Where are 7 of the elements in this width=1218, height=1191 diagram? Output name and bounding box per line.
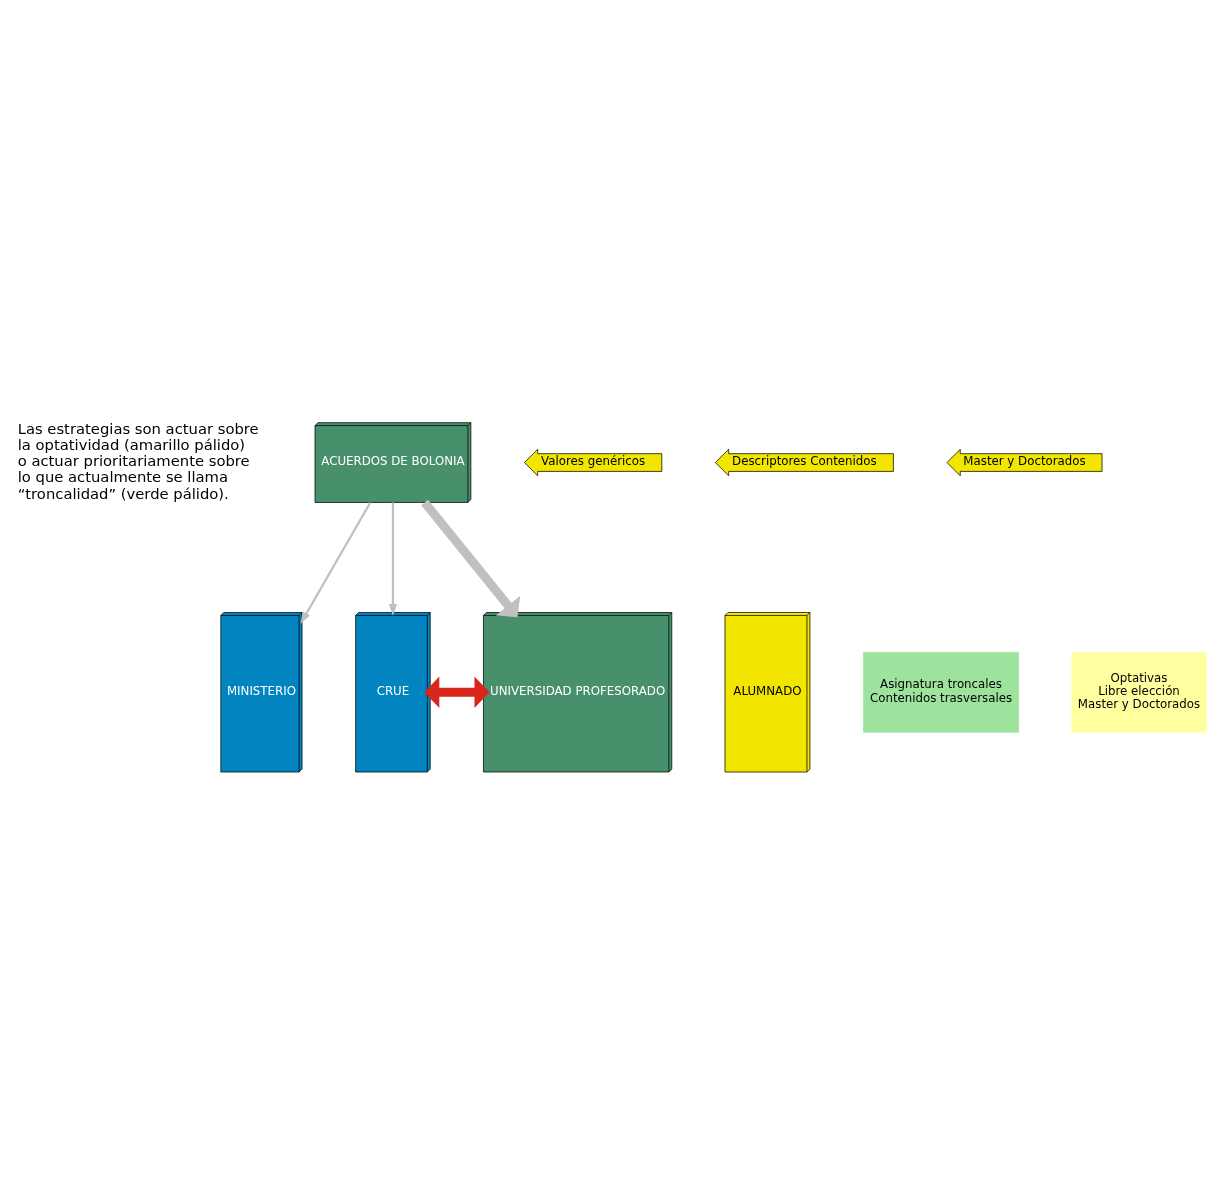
label: Las estrategias son actuar sobre la optatividad (amarillo pálido) o actuar prioritariamente sobre lo que actualmente se llama “troncalidad” (verde pálido).	[17, 419, 259, 502]
arrow	[388, 502, 398, 616]
arrow	[424, 676, 490, 708]
arrow	[300, 501, 372, 624]
node-box: Asignatura troncales Contenidos trasversales	[863, 652, 1019, 733]
arrow	[421, 499, 521, 618]
node-box: Optativas Libre elección Master y Doctorados	[1071, 652, 1207, 733]
